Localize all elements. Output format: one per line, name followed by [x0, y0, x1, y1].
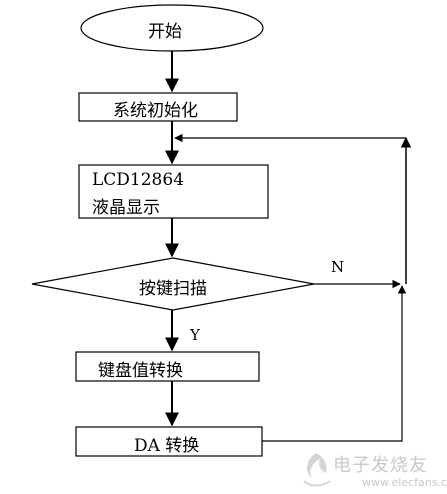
watermark-text: 电子发烧友: [333, 455, 428, 476]
watermark-url: www.elecfans.com: [362, 476, 447, 489]
keyval-box: [75, 351, 260, 382]
lcd-label-line1: LCD12864: [92, 170, 185, 190]
init-box: [78, 92, 238, 122]
da-label: DA 转换: [134, 436, 200, 456]
no-edge-label: N: [331, 258, 345, 276]
watermark-logo-icon: [303, 453, 331, 487]
lcd-label-line2: 液晶显示: [92, 198, 160, 218]
keyval-label: 键盘值转换: [98, 361, 183, 381]
yes-edge-label: Y: [190, 326, 200, 344]
da-box: [75, 426, 263, 457]
scan-label: 按键扫描: [139, 279, 207, 299]
watermark: 电子发烧友 www.elecfans.com: [296, 447, 447, 493]
init-label: 系统初始化: [113, 101, 198, 121]
return-line-from-da: [262, 285, 407, 442]
lcd-box: [78, 164, 269, 219]
start-label: 开始: [148, 22, 182, 42]
